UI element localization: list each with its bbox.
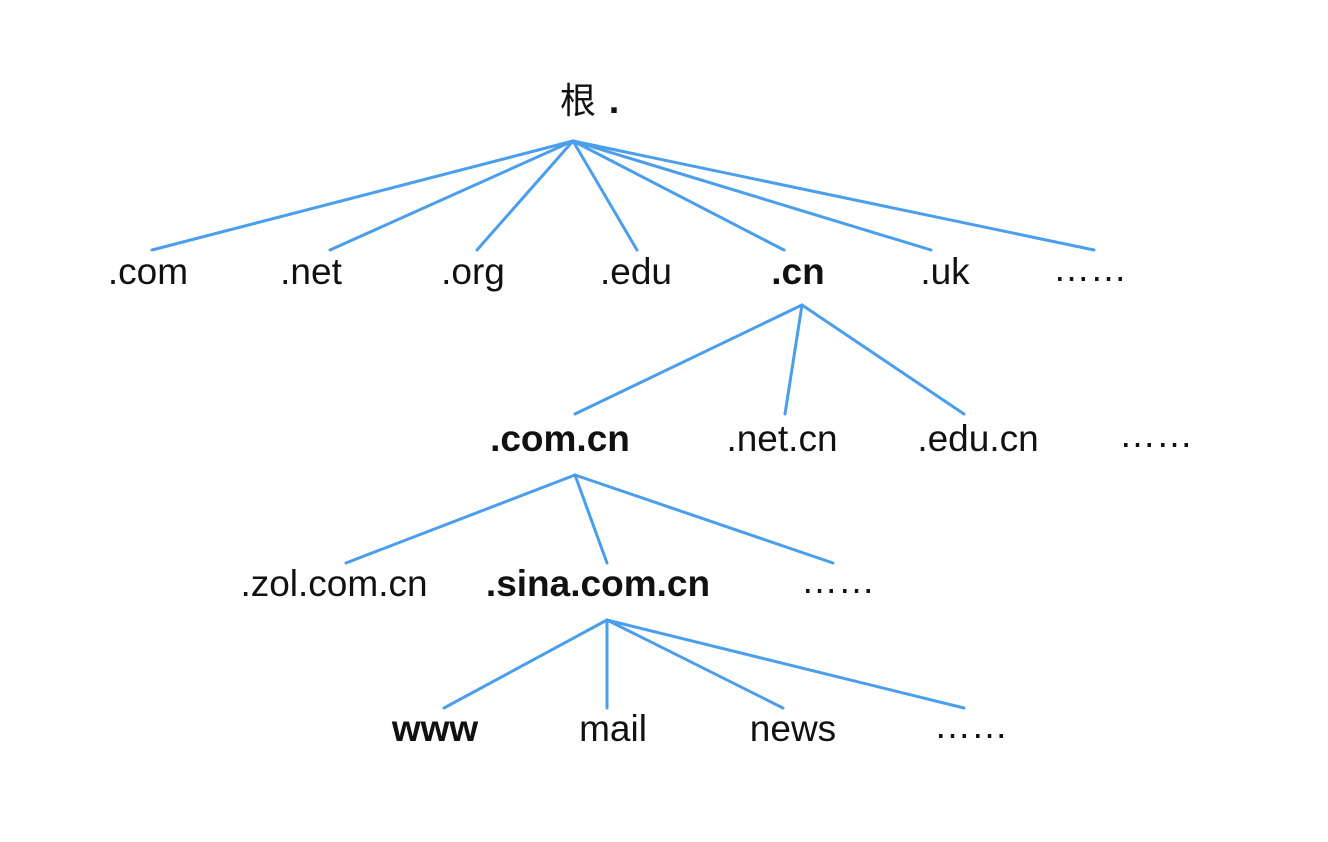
edge-cn-netcn: [783, 303, 804, 416]
host-news: news: [750, 708, 836, 749]
edges-root-to-tld: [150, 139, 1096, 252]
tld-edu: .edu: [600, 251, 672, 292]
edge-comcn-sina: [573, 473, 609, 565]
second-level: .com.cn .net.cn .edu.cn ……: [490, 414, 1193, 459]
root-dot: .: [609, 80, 620, 122]
edge-cn-comcn: [573, 303, 804, 416]
edges-comcn-to-third-level: [344, 473, 835, 565]
third-level: .zol.com.cn .sina.com.cn ……: [240, 560, 875, 604]
root-label: 根: [560, 81, 596, 122]
edges-sina-to-hosts: [442, 618, 966, 710]
host-www: www: [391, 708, 479, 749]
host-more: ……: [934, 705, 1008, 746]
edge-root-com: [150, 139, 575, 252]
domain-more: ……: [801, 560, 875, 601]
edge-root-org: [475, 139, 575, 252]
host-mail: mail: [579, 708, 647, 749]
edge-root-cn: [571, 139, 786, 252]
sld-com-cn: .com.cn: [490, 418, 630, 459]
domain-sina: .sina.com.cn: [486, 563, 710, 604]
sld-more: ……: [1119, 414, 1193, 455]
tld-com: .com: [108, 251, 188, 292]
tld-more: ……: [1053, 248, 1127, 289]
edge-root-more: [571, 139, 1096, 252]
tld-uk: .uk: [920, 251, 970, 292]
tld-org: .org: [441, 251, 505, 292]
edge-comcn-more: [573, 473, 835, 565]
edge-root-edu: [571, 139, 639, 252]
edge-comcn-zol: [344, 473, 577, 565]
edge-root-net: [328, 139, 575, 252]
edges-cn-to-second-level: [573, 303, 966, 416]
edge-sina-more: [605, 618, 966, 710]
host-level: www mail news ……: [391, 705, 1008, 749]
sld-net-cn: .net.cn: [726, 418, 837, 459]
sld-edu-cn: .edu.cn: [917, 418, 1038, 459]
edge-sina-www: [442, 618, 609, 710]
edge-cn-educn: [800, 303, 966, 416]
tld-net: .net: [280, 251, 342, 292]
domain-zol: .zol.com.cn: [240, 563, 427, 604]
tld-level: .com .net .org .edu .cn .uk ……: [108, 248, 1127, 292]
edge-sina-news: [605, 618, 785, 710]
edge-root-uk: [571, 139, 933, 252]
root-node: 根 .: [560, 80, 619, 122]
tld-cn: .cn: [771, 251, 824, 292]
